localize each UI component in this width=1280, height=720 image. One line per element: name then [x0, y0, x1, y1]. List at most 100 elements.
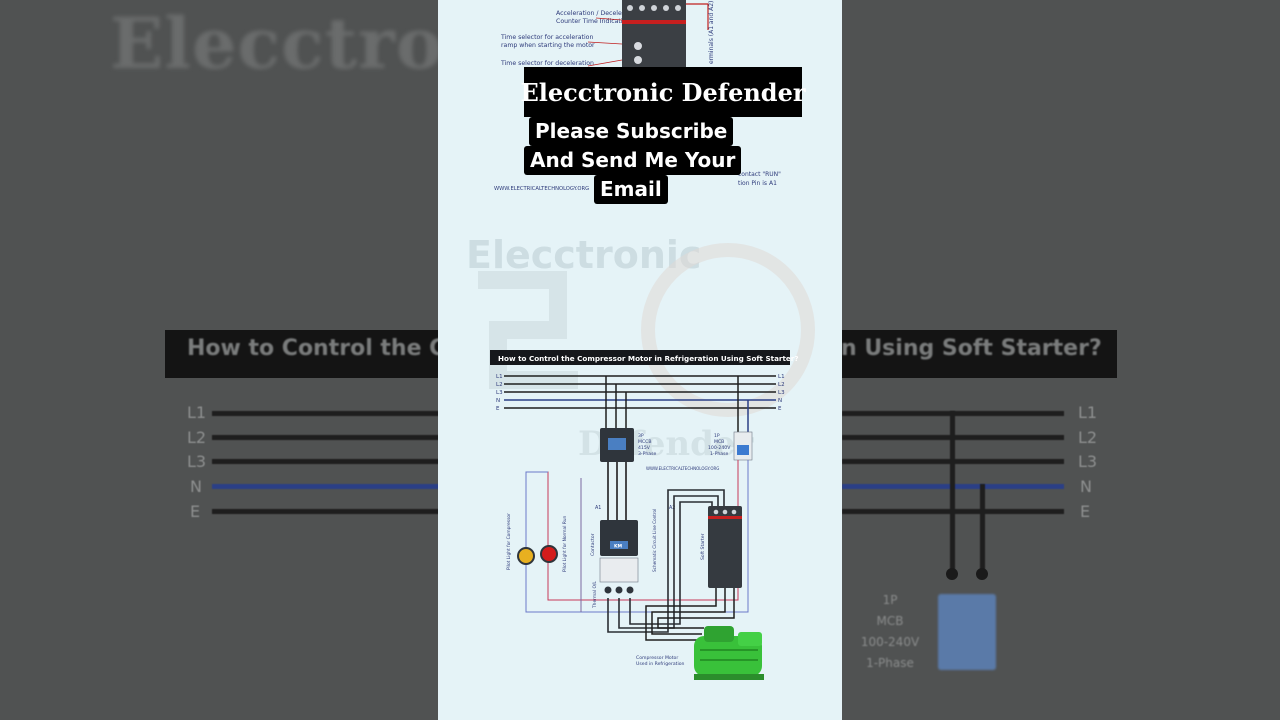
bg-line-e-left	[212, 509, 442, 514]
loop-wire-2	[618, 495, 719, 629]
diagram-title: How to Control the Compressor Motor in R…	[498, 354, 799, 363]
top-terminal-4	[663, 5, 669, 11]
top-dial-1	[634, 42, 642, 50]
top-soft-starter	[622, 0, 686, 68]
bus-label-l2-right: L2	[778, 382, 785, 388]
contact-note-2: tion Pin is A1	[738, 180, 777, 187]
diagram-title-bar	[490, 350, 790, 365]
wiring-diagram: Elecctronic Defender Acceleration / Dece…	[466, 0, 815, 680]
a1-label: A1	[595, 505, 601, 511]
bus-label-l3-right: L3	[778, 390, 785, 396]
watermark-logo-ring	[641, 243, 815, 417]
top-terminal-5	[675, 5, 681, 11]
bg-terminal-1	[946, 568, 958, 580]
bg-drop-2	[980, 484, 985, 576]
contactor-km-label: KM	[614, 544, 623, 550]
contactor-km-badge	[610, 541, 628, 549]
website-label-2: WWW.ELECTRICALTECHNOLOGY.ORG	[646, 466, 719, 471]
loop-wire-3	[629, 501, 713, 625]
bg-label-e-right: E	[1080, 502, 1091, 521]
bus-label-e-right: E	[778, 406, 782, 412]
pilot-light-red	[540, 545, 558, 563]
contactor-device	[600, 520, 638, 556]
mccb-label-2: MCCB	[638, 439, 652, 445]
bg-label-l3-right: L3	[1078, 452, 1098, 471]
pilot-on-label: Pilot Light for Compressor	[506, 513, 512, 570]
control-wire-blue	[525, 460, 749, 613]
motor-wire-2	[651, 588, 726, 635]
bus-label-l1: L1	[496, 374, 503, 380]
watermark-logo-e	[478, 271, 578, 389]
pilot-off-label: Pilot Light for Normal Run	[562, 516, 568, 572]
thermal-relay-device	[599, 557, 639, 583]
top-soft-starter-stripe	[622, 20, 686, 24]
loop-wire-1	[607, 489, 725, 633]
subscribe-line-1: Please Subscribe	[529, 117, 734, 146]
mccb-label-4: 3-Phase	[638, 451, 656, 457]
bg-label-l3-left: L3	[187, 452, 207, 471]
contact-note: contact "RUN"	[738, 171, 781, 178]
soft-starter-label: Soft Starter	[700, 533, 706, 560]
motor-label-1: Compressor Motor	[636, 655, 678, 661]
motor-label-2: Used in Refrigeration	[636, 661, 685, 667]
bg-terminal-2	[976, 568, 988, 580]
bg-line-l2-left	[212, 435, 442, 440]
bus-label-l3: L3	[496, 390, 503, 396]
bus-label-l2: L2	[496, 382, 503, 388]
top-side-note: erminals (A1 and A2)	[708, 1, 715, 64]
mccb-label-1: 3P	[638, 433, 644, 439]
bus-label-e: E	[496, 406, 500, 412]
relay-label: Thermal O/L	[592, 581, 598, 609]
mccb-handle	[608, 438, 626, 450]
diagram-panel: Elecctronic Defender Acceleration / Dece…	[438, 0, 842, 720]
bus-label-n-right: N	[778, 398, 782, 404]
bg-label-l1-right: L1	[1078, 403, 1098, 422]
subscribe-line-3: Email	[594, 175, 668, 204]
top-label-2: Counter Time Indication LED	[556, 18, 645, 25]
soft-starter-stripe	[708, 516, 742, 519]
bus-label-l1-right: L1	[778, 374, 785, 380]
top-terminal-1	[627, 5, 633, 11]
top-terminal-2	[639, 5, 645, 11]
bg-line-l3-left	[212, 459, 442, 464]
soft-starter-device	[708, 506, 742, 588]
motor-head	[704, 626, 734, 642]
motor-box	[738, 632, 762, 646]
mcb-label-3: 100-240V	[708, 445, 731, 451]
schematic-note: Schematic Circuit Line Control	[652, 509, 657, 572]
mcb-label-2: MCB	[714, 439, 724, 445]
bg-mcb-device	[938, 594, 996, 670]
background-title-left: How to Control the C	[187, 336, 446, 361]
mcb-handle	[737, 445, 749, 455]
subscribe-line-2: And Send Me Your	[524, 146, 742, 175]
relay-terminal-1	[604, 586, 612, 594]
bg-line-n-left	[212, 484, 442, 489]
top-terminal-3	[651, 5, 657, 11]
top-wire	[686, 3, 709, 30]
motor-base	[694, 674, 764, 680]
ss-terminal-1	[713, 509, 719, 515]
top-label-3: Time selector for acceleration	[500, 34, 593, 41]
top-dial-2	[634, 56, 642, 64]
bus-label-n: N	[496, 398, 500, 404]
watermark-text: Elecctronic	[466, 233, 701, 277]
bg-line-l1-left	[212, 411, 442, 416]
motor-wire-3	[657, 588, 735, 629]
a2-label: A2	[669, 505, 675, 511]
relay-terminal-3	[626, 586, 634, 594]
bg-mcb-label: 1P MCB 100-240V 1-Phase	[860, 593, 920, 670]
bg-label-n-left: N	[190, 477, 202, 496]
mccb-label-3: 415V	[638, 445, 651, 451]
relay-terminal-2	[615, 586, 623, 594]
mcb-label-1: 1P	[714, 433, 720, 439]
mcb-label-4: 1-Phase	[710, 451, 728, 457]
ss-terminal-2	[722, 509, 728, 515]
background-title-right: n Using Soft Starter?	[841, 336, 1102, 361]
bg-label-e-left: E	[190, 502, 201, 521]
pointer-3	[587, 59, 623, 67]
channel-title-overlay: Elecctronic Defender	[521, 67, 806, 117]
bg-label-l2-right: L2	[1078, 428, 1098, 447]
pointer-1	[595, 17, 623, 21]
bg-label-n-right: N	[1080, 477, 1092, 496]
website-label: WWW.ELECTRICALTECHNOLOGY.ORG	[494, 186, 589, 192]
